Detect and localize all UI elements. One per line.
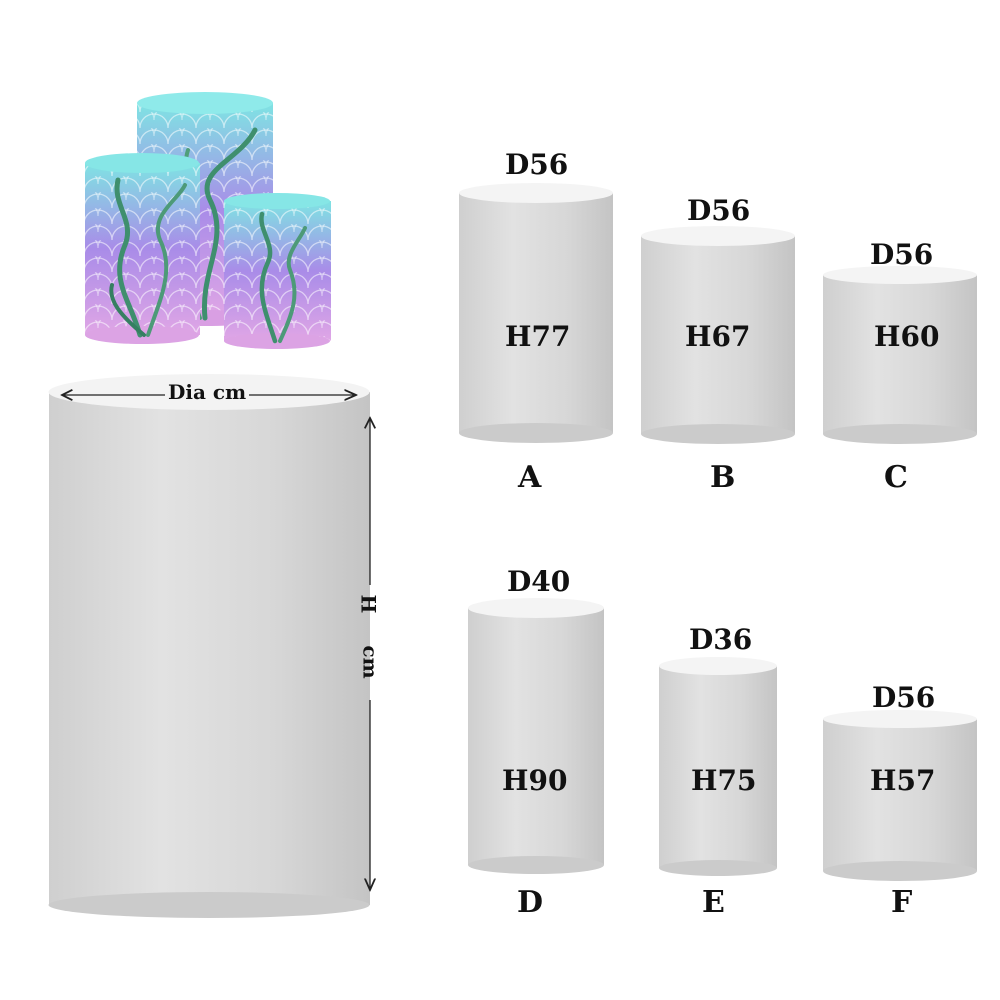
cylinder-f-diameter: D56 (872, 681, 936, 714)
cylinder-b (641, 226, 795, 444)
cylinder-a-letter: A (518, 460, 542, 495)
cylinder-c-letter: C (884, 460, 908, 495)
cylinder-c-height: H60 (874, 320, 940, 353)
cylinder-b-height: H67 (685, 320, 751, 353)
cylinder-f (823, 710, 977, 881)
mermaid-cover-right (224, 193, 331, 349)
cylinder-a (459, 183, 613, 443)
cylinder-c (823, 266, 977, 444)
height-label-h: H (356, 594, 381, 614)
cylinder-d-diameter: D40 (507, 565, 571, 598)
cylinder-b-letter: B (710, 460, 736, 495)
cylinder-e-diameter: D36 (689, 623, 753, 656)
diameter-label: Dia cm (165, 380, 250, 404)
cylinder-a-height: H77 (505, 320, 571, 353)
cylinder-e-letter: E (702, 885, 725, 920)
cylinder-d (468, 598, 604, 874)
cylinder-f-letter: F (891, 885, 913, 920)
cylinder-a-diameter: D56 (505, 148, 569, 181)
cylinder-e (659, 657, 777, 876)
cylinder-f-height: H57 (870, 764, 936, 797)
height-label-cm: cm (358, 645, 383, 679)
cylinder-d-letter: D (517, 885, 544, 920)
reference-cylinder (48, 374, 371, 918)
mermaid-cover-left (85, 153, 200, 344)
cylinder-e-height: H75 (691, 764, 757, 797)
cylinder-d-height: H90 (502, 764, 568, 797)
cylinder-c-diameter: D56 (870, 238, 934, 271)
mermaid-cover-group (85, 92, 331, 349)
cylinder-b-diameter: D56 (687, 194, 751, 227)
